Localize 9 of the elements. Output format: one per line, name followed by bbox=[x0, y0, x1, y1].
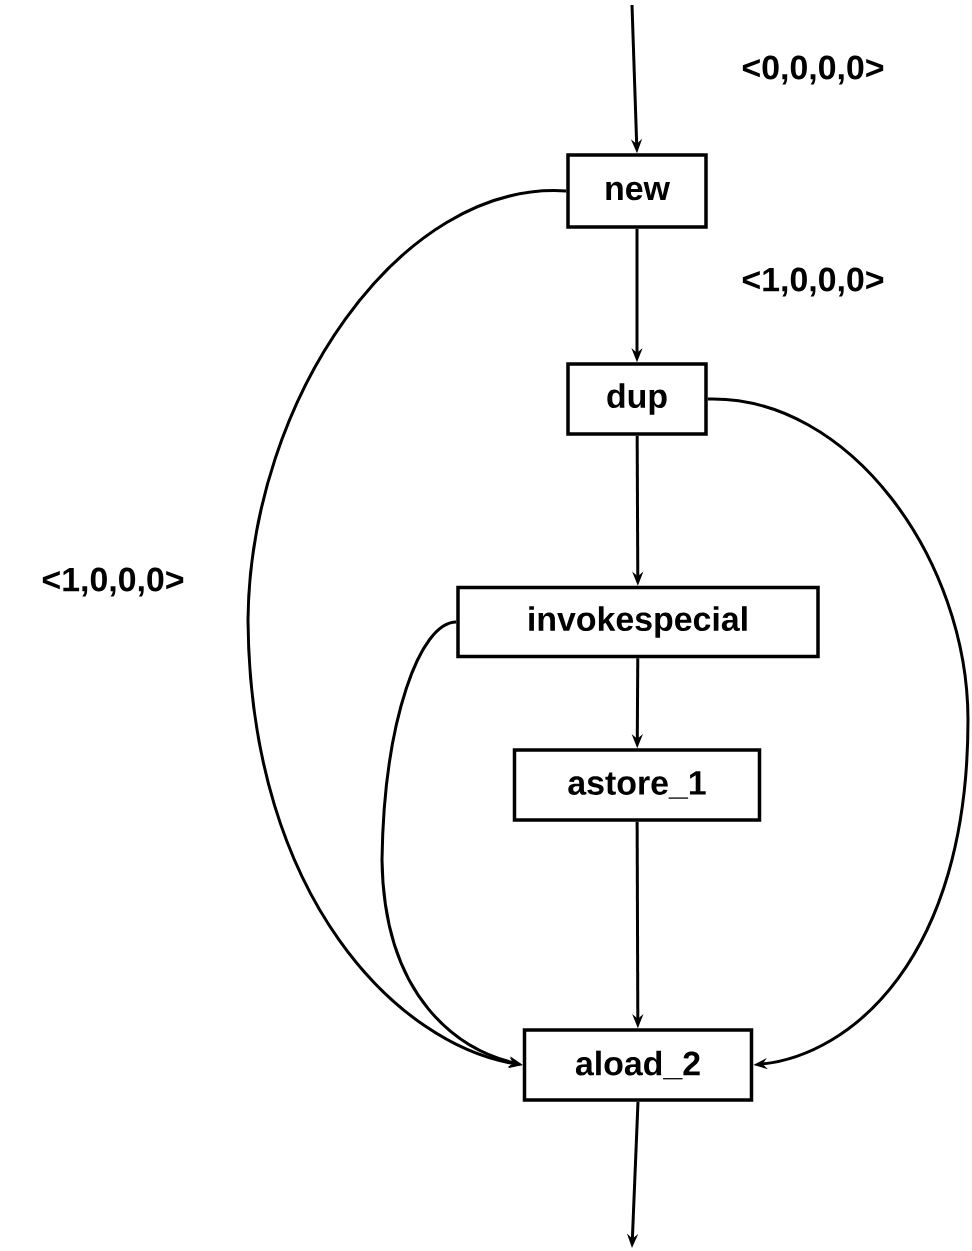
process-box: dup bbox=[566, 362, 708, 436]
arrow bbox=[707, 397, 970, 1070]
process-box: invokespecial bbox=[456, 585, 820, 659]
edge-label: <0,0,0,0> bbox=[739, 53, 887, 87]
process-box: aload_2 bbox=[522, 1028, 754, 1102]
process-box: astore_1 bbox=[512, 748, 762, 822]
edge-label: <1,0,0,0> bbox=[739, 265, 887, 299]
process-box: new bbox=[566, 153, 708, 229]
edge-label: <1,0,0,0> bbox=[39, 565, 187, 599]
